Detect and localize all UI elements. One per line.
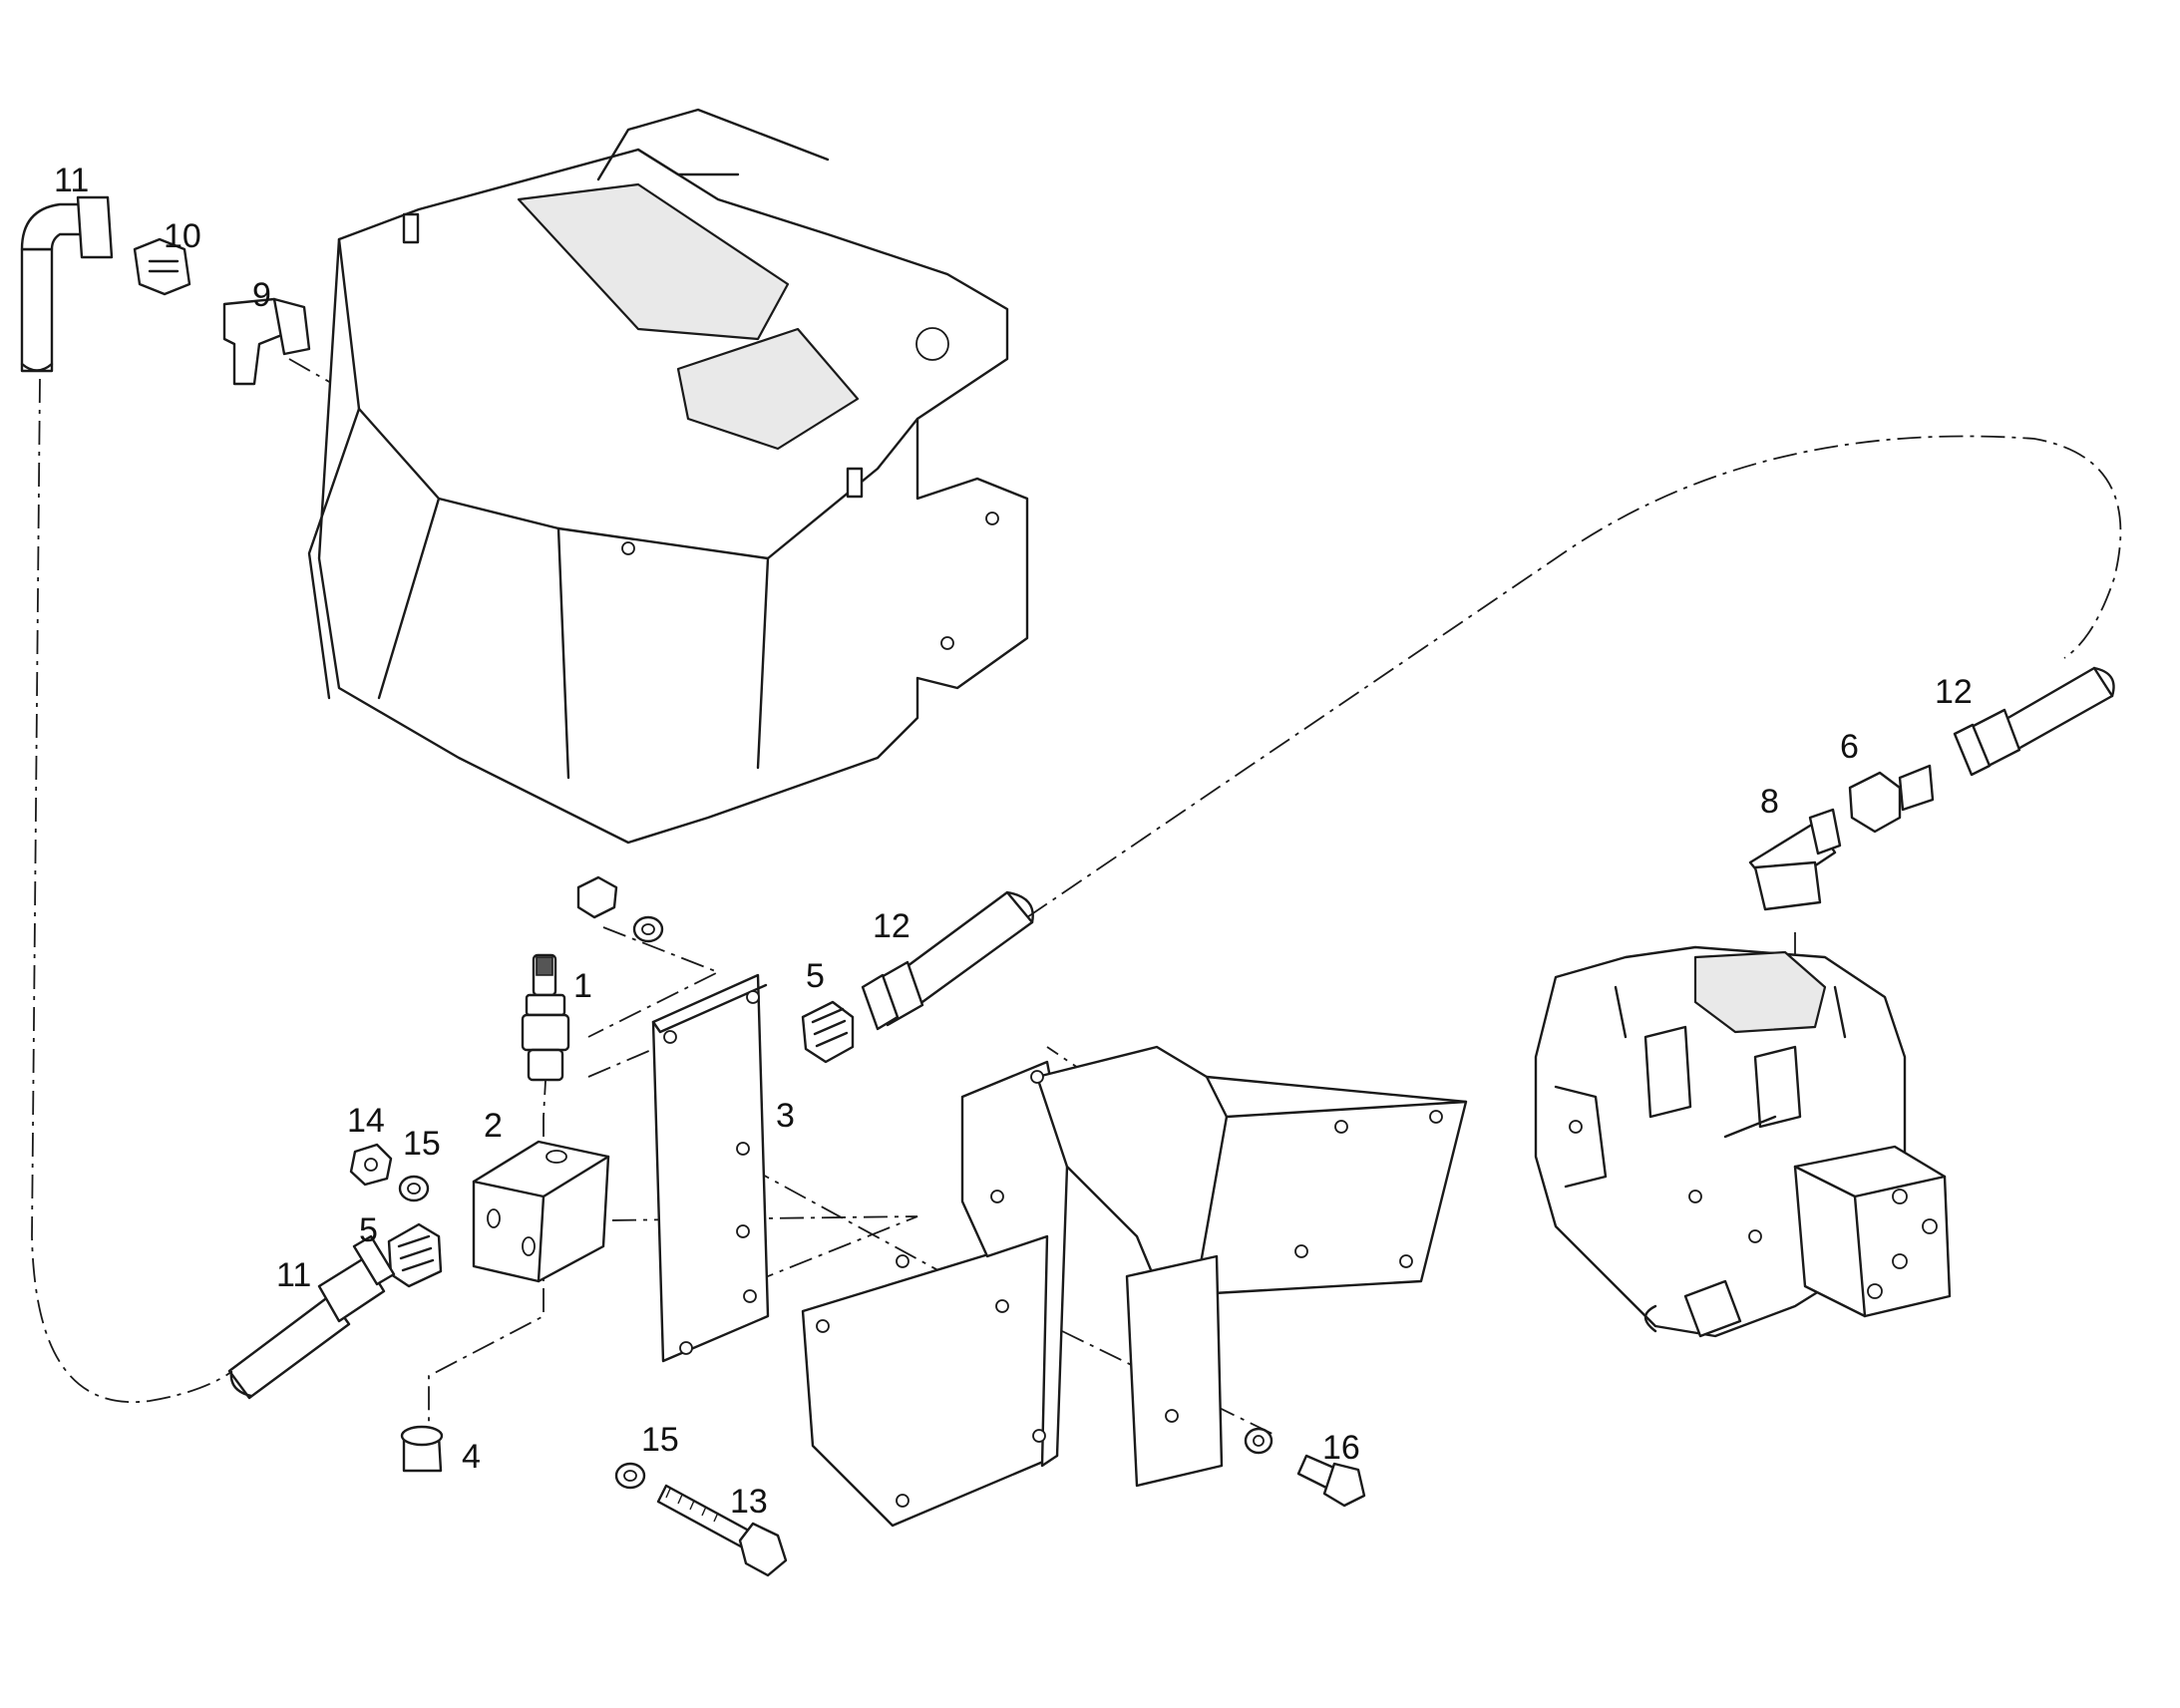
hydraulic-pump (1534, 945, 1952, 1338)
washer-15-bottom (614, 1462, 646, 1490)
mounting-plate-3 (651, 973, 770, 1363)
callout-12-middle: 12 (873, 907, 910, 945)
nut-14 (349, 1143, 393, 1187)
callout-6: 6 (1840, 728, 1859, 766)
nut-top (576, 875, 618, 919)
callout-labels: 11 10 9 1 2 3 5 12 14 15 5 11 4 15 13 16… (54, 162, 1973, 1521)
bracket-assembly (801, 1045, 1468, 1528)
elbow-fitting-8 (1748, 808, 1842, 911)
callout-14: 14 (347, 1102, 385, 1140)
callout-3: 3 (776, 1097, 795, 1135)
hose-12-middle (861, 890, 1034, 1031)
callout-11-top: 11 (54, 162, 89, 199)
callout-11-lower: 11 (276, 1256, 311, 1294)
hose-11-upper (20, 195, 114, 373)
fitting-6 (1848, 764, 1935, 834)
bolt-13 (656, 1484, 788, 1577)
operator-station-frame (307, 108, 1029, 845)
hose-11-lower (227, 1234, 396, 1400)
plug-4 (400, 1425, 444, 1473)
fitting-5-upper (801, 1000, 855, 1064)
callout-2: 2 (484, 1107, 503, 1145)
fitting-10 (133, 237, 191, 296)
callout-9: 9 (252, 276, 271, 314)
callout-8: 8 (1760, 783, 1779, 821)
callout-5-lower: 5 (359, 1211, 378, 1249)
callout-16: 16 (1322, 1429, 1360, 1467)
callout-1: 1 (573, 967, 592, 1005)
washer-16 (1244, 1427, 1273, 1455)
callout-13: 13 (730, 1483, 768, 1521)
tee-fitting-9 (222, 297, 311, 386)
fitting-5-lower (387, 1222, 443, 1288)
washer-top (632, 915, 664, 943)
bolt-16 (1296, 1454, 1366, 1508)
hose-12-right (1953, 666, 2115, 777)
callout-15-bottom: 15 (641, 1421, 679, 1459)
washer-15-left (398, 1175, 430, 1202)
callout-15-left: 15 (403, 1125, 441, 1163)
callout-10: 10 (164, 217, 201, 255)
valve-block-2 (472, 1140, 610, 1283)
valve-1 (521, 953, 570, 1082)
callout-4: 4 (462, 1438, 481, 1476)
callout-5-upper: 5 (806, 957, 825, 995)
callout-12-right: 12 (1935, 673, 1973, 711)
